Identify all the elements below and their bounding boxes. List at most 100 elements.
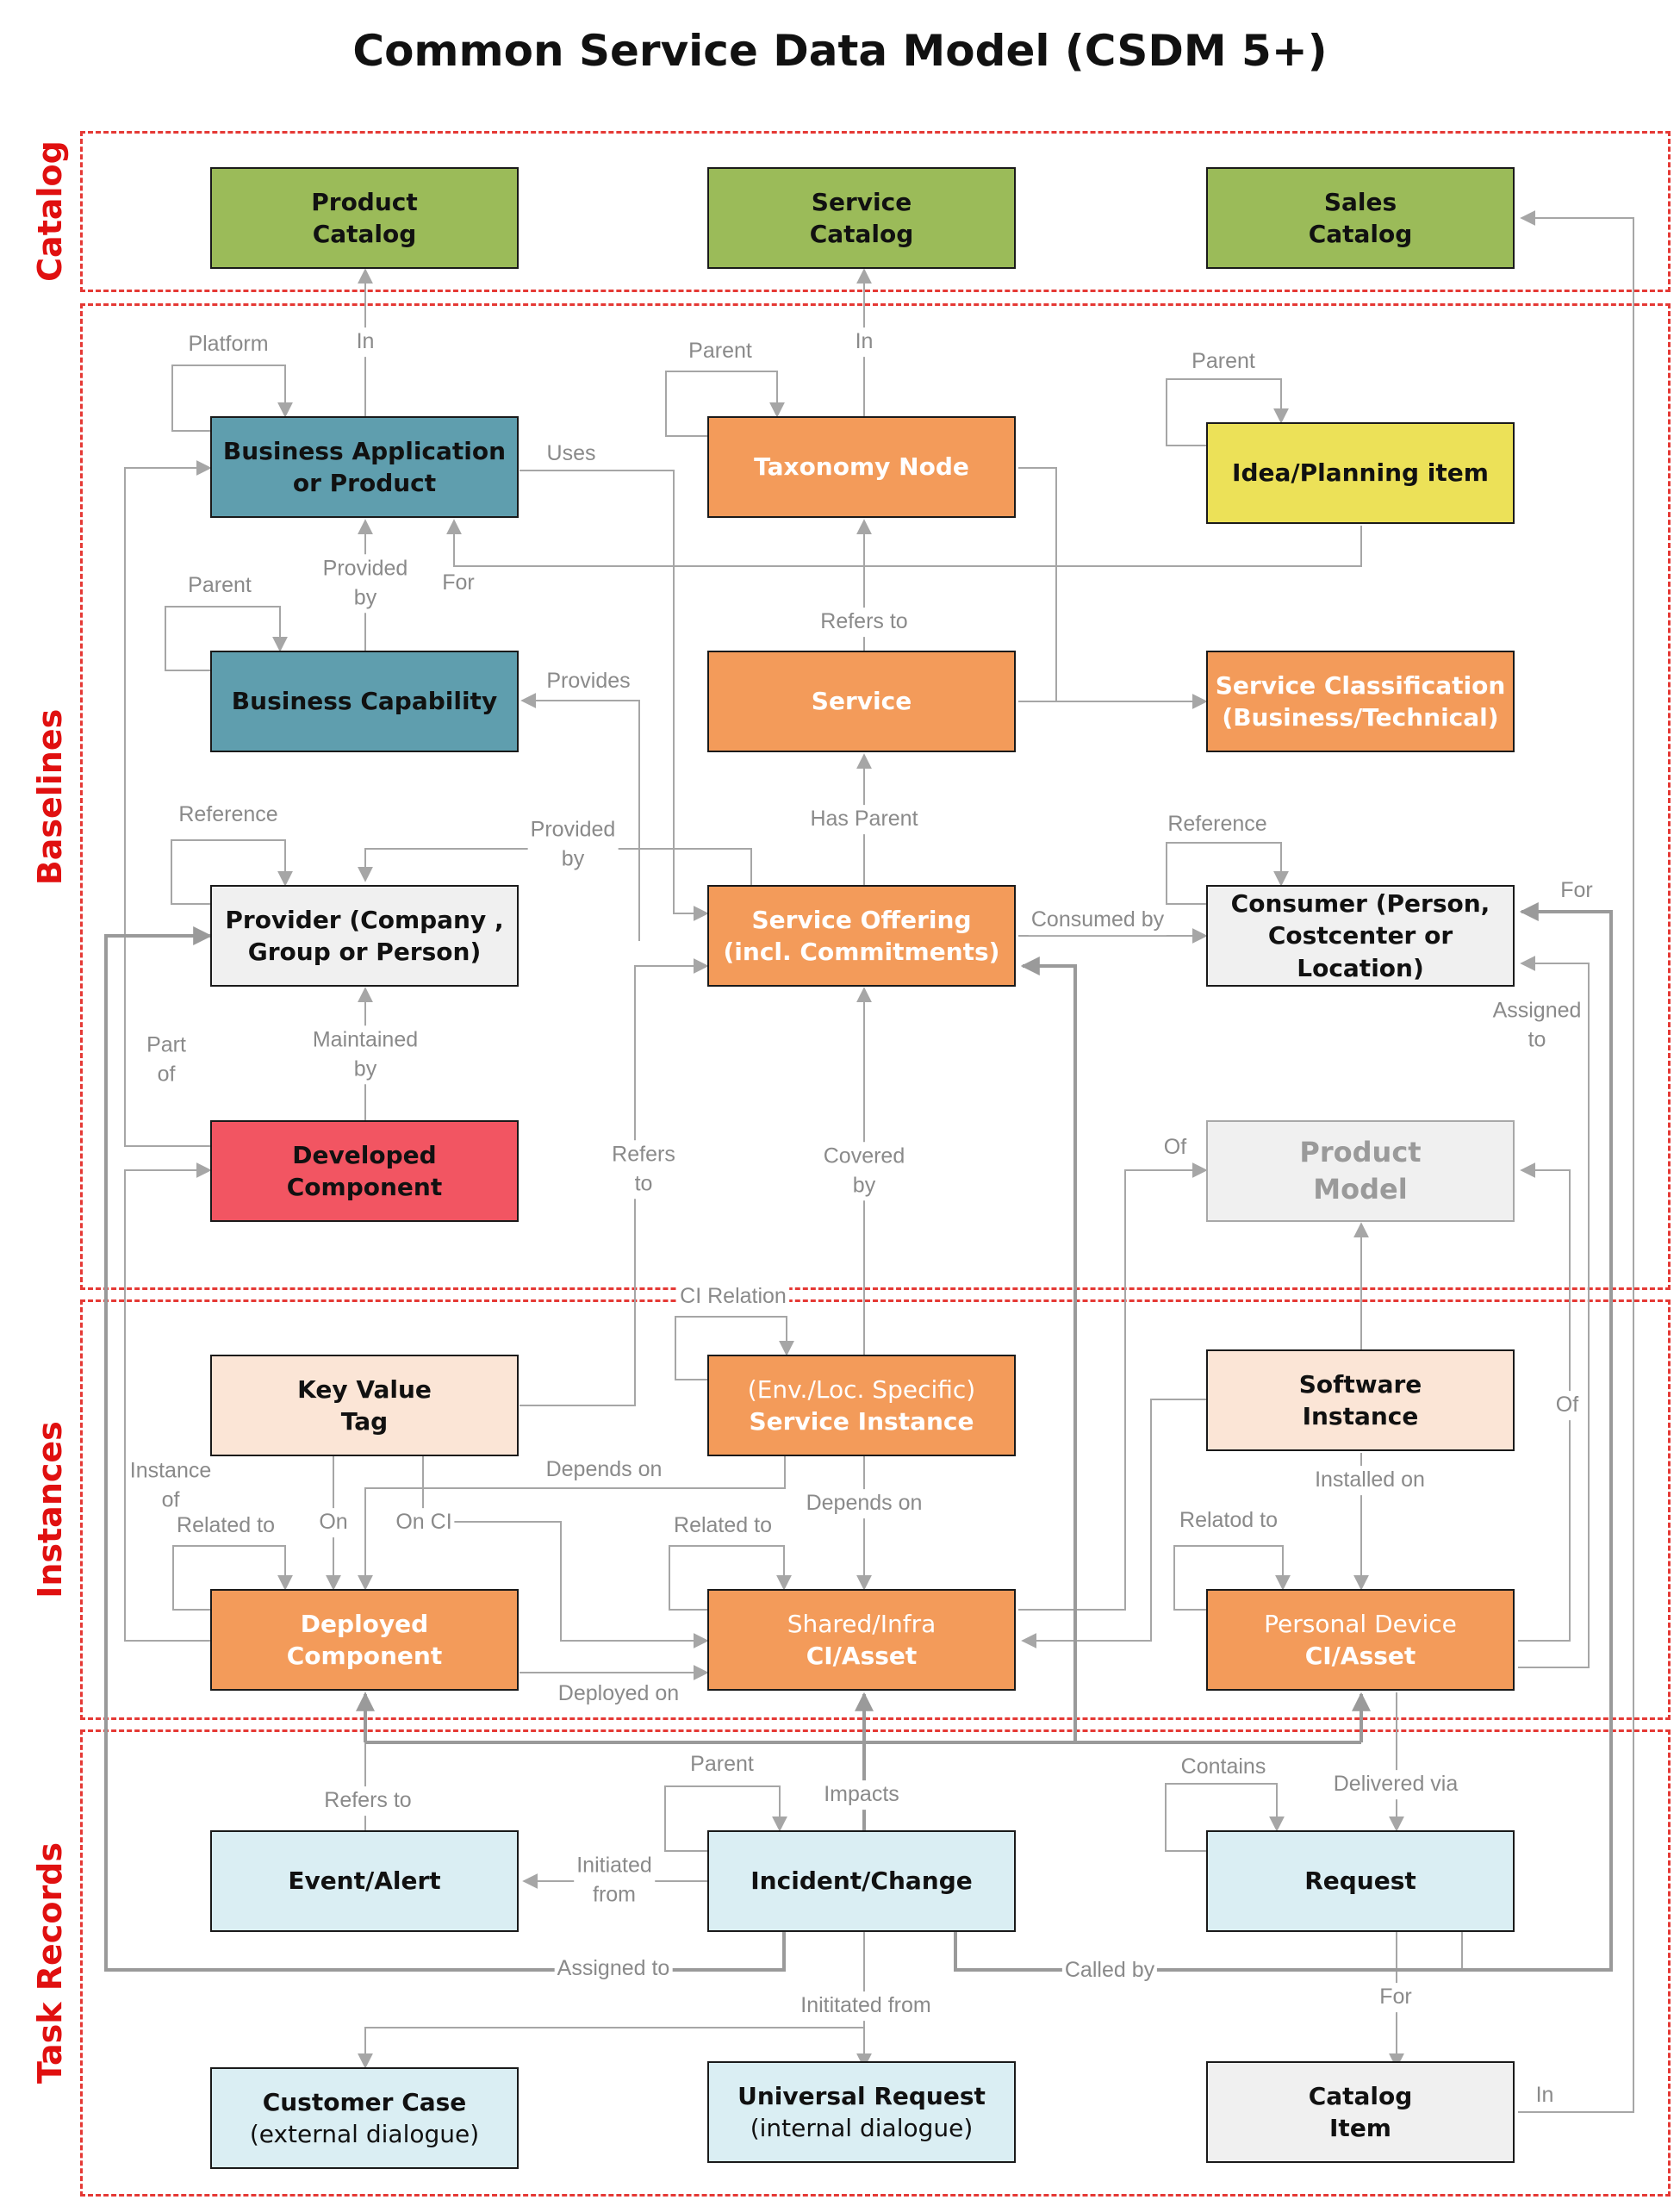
label-delivered-via: Delivered via: [1330, 1770, 1461, 1799]
node-universal-request-line2: (internal dialogue): [750, 2114, 974, 2142]
label-platform: Platform: [185, 330, 271, 359]
node-business-capability-line1: Business Capability: [231, 687, 498, 716]
link-product-model-of-shared: [1018, 1162, 1208, 1611]
node-product-catalog-line1: Product: [311, 187, 418, 216]
label-ci-relation: CI Relation: [677, 1282, 789, 1312]
node-consumer-line2: Costcenter or Location): [1267, 921, 1453, 982]
node-software-instance-line1: Software: [1298, 1369, 1422, 1399]
link-shared-related-loop: [669, 1545, 792, 1611]
node-service-instance-line2: Service Instance: [749, 1407, 974, 1436]
node-service-instance[interactable]: (Env./Loc. Specific) Service Instance: [707, 1355, 1016, 1456]
link-catalog-item-in-sales-catalog: [1518, 210, 1634, 2113]
node-product-catalog-line2: Catalog: [312, 220, 417, 248]
label-on-ci: On CI: [393, 1508, 455, 1537]
node-incident-change[interactable]: Incident/Change: [707, 1830, 1016, 1932]
node-provider-line1: Provider (Company ,: [225, 905, 504, 934]
node-product-model-line2: Model: [1313, 1173, 1408, 1206]
node-sales-catalog-line2: Catalog: [1308, 220, 1413, 248]
label-refers-to-taxonomy: Refers to: [818, 608, 911, 637]
label-assigned-to-consumer: Assigned to: [1490, 996, 1584, 1055]
label-on: On: [316, 1508, 351, 1537]
node-software-instance-line2: Instance: [1302, 1402, 1419, 1430]
node-developed-component[interactable]: Developed Component: [210, 1120, 519, 1222]
link-tag-on-ci-shared: [422, 1456, 709, 1648]
link-deployed-related-loop: [172, 1545, 293, 1611]
node-service-catalog[interactable]: Service Catalog: [707, 167, 1016, 269]
label-idea-parent: Parent: [1189, 347, 1258, 377]
link-taxonomy-to-classification: [1018, 467, 1057, 701]
node-provider[interactable]: Provider (Company , Group or Person): [210, 885, 519, 987]
label-depends-on-instance: Depends on: [543, 1455, 665, 1485]
label-deployed-related-to: Related to: [174, 1511, 277, 1541]
node-sales-catalog[interactable]: Sales Catalog: [1206, 167, 1515, 269]
node-service-classification[interactable]: Service Classification (Business/Technic…: [1206, 651, 1515, 752]
label-incident-parent: Parent: [688, 1750, 756, 1779]
label-contains: Contains: [1178, 1753, 1269, 1782]
node-deployed-component-line2: Component: [286, 1642, 443, 1670]
label-in-sales-catalog: In: [1533, 2081, 1557, 2110]
label-of-personal: Of: [1552, 1391, 1582, 1420]
node-customer-case-line2: (external dialogue): [249, 2120, 480, 2148]
node-event-alert-line1: Event/Alert: [288, 1866, 441, 1896]
label-part-of: Part of: [144, 1031, 189, 1089]
link-idea-for-bizapp: [446, 519, 1362, 567]
link-request-contains-loop: [1165, 1783, 1285, 1852]
node-consumer[interactable]: Consumer (Person, Costcenter or Location…: [1206, 885, 1515, 987]
node-deployed-component-line1: Deployed: [300, 1609, 429, 1638]
node-idea-planning-item[interactable]: Idea/Planning item: [1206, 422, 1515, 524]
link-incident-parent-loop: [664, 1785, 787, 1852]
label-consumed-by: Consumed by: [1028, 906, 1167, 935]
link-provider-reference-loop: [171, 839, 293, 905]
label-installed-on: Installed on: [1312, 1466, 1428, 1495]
node-key-value-tag-line1: Key Value: [297, 1374, 432, 1404]
link-instance-depends-on: [358, 1456, 786, 1591]
node-service-line1: Service: [811, 687, 912, 716]
node-personal-device-ci[interactable]: Personal Device CI/Asset: [1206, 1589, 1515, 1691]
label-maintained-by: Maintained by: [309, 1025, 421, 1084]
node-taxonomy-node[interactable]: Taxonomy Node: [707, 416, 1016, 518]
link-bizapp-part-of: [124, 460, 212, 1147]
node-service-catalog-line1: Service: [811, 187, 912, 216]
link-consumer-reference-loop: [1166, 842, 1289, 905]
lane-task-records: [80, 1729, 1671, 2197]
link-personal-related-loop: [1173, 1545, 1291, 1611]
label-in-product-catalog: In: [353, 327, 377, 357]
node-service-offering[interactable]: Service Offering (incl. Commitments): [707, 885, 1016, 987]
label-personal-related-to: Relatod to: [1177, 1506, 1280, 1536]
link-incident-called-by-consumer: [954, 902, 1613, 1972]
node-universal-request-line1: Universal Request: [737, 2081, 986, 2110]
node-idea-planning-line1: Idea/Planning item: [1232, 458, 1489, 488]
node-product-model[interactable]: Product Model: [1206, 1120, 1515, 1222]
node-request[interactable]: Request: [1206, 1830, 1515, 1932]
label-refers-to-event: Refers to: [321, 1786, 414, 1816]
label-refers-to-tag: Refers to: [609, 1140, 678, 1199]
node-personal-device-line1: Personal Device: [1264, 1609, 1457, 1638]
node-shared-infra-line1: Shared/Infra: [787, 1609, 936, 1638]
link-idea-parent-loop: [1166, 378, 1289, 446]
node-catalog-item[interactable]: Catalog Item: [1206, 2061, 1515, 2163]
node-product-catalog[interactable]: Product Catalog: [210, 167, 519, 269]
link-taxonomy-parent-loop: [665, 371, 785, 437]
node-service[interactable]: Service: [707, 651, 1016, 752]
node-key-value-tag[interactable]: Key Value Tag: [210, 1355, 519, 1456]
link-universal-to-customer-case: [358, 2027, 864, 2069]
link-deployed-instance-of: [124, 1162, 212, 1642]
node-incident-change-line1: Incident/Change: [750, 1866, 973, 1896]
diagram-title: Common Service Data Model (CSDM 5+): [352, 26, 1328, 76]
node-deployed-component[interactable]: Deployed Component: [210, 1589, 519, 1691]
node-shared-infra-ci[interactable]: Shared/Infra CI/Asset: [707, 1589, 1016, 1691]
label-for-consumer: For: [1558, 876, 1596, 906]
label-consumer-reference: Reference: [1165, 810, 1270, 839]
node-universal-request[interactable]: Universal Request (internal dialogue): [707, 2061, 1016, 2163]
label-deployed-on: Deployed on: [555, 1679, 682, 1709]
node-customer-case-line1: Customer Case: [262, 2087, 467, 2116]
node-event-alert[interactable]: Event/Alert: [210, 1830, 519, 1932]
node-product-model-line1: Product: [1299, 1136, 1422, 1169]
node-service-instance-line1: (Env./Loc. Specific): [747, 1374, 976, 1404]
label-has-parent: Has Parent: [807, 805, 921, 834]
node-customer-case[interactable]: Customer Case (external dialogue): [210, 2067, 519, 2169]
label-provided-by-offering: Provided by: [527, 815, 619, 874]
node-business-application[interactable]: Business Application or Product: [210, 416, 519, 518]
node-business-capability[interactable]: Business Capability: [210, 651, 519, 752]
node-software-instance[interactable]: Software Instance: [1206, 1349, 1515, 1451]
